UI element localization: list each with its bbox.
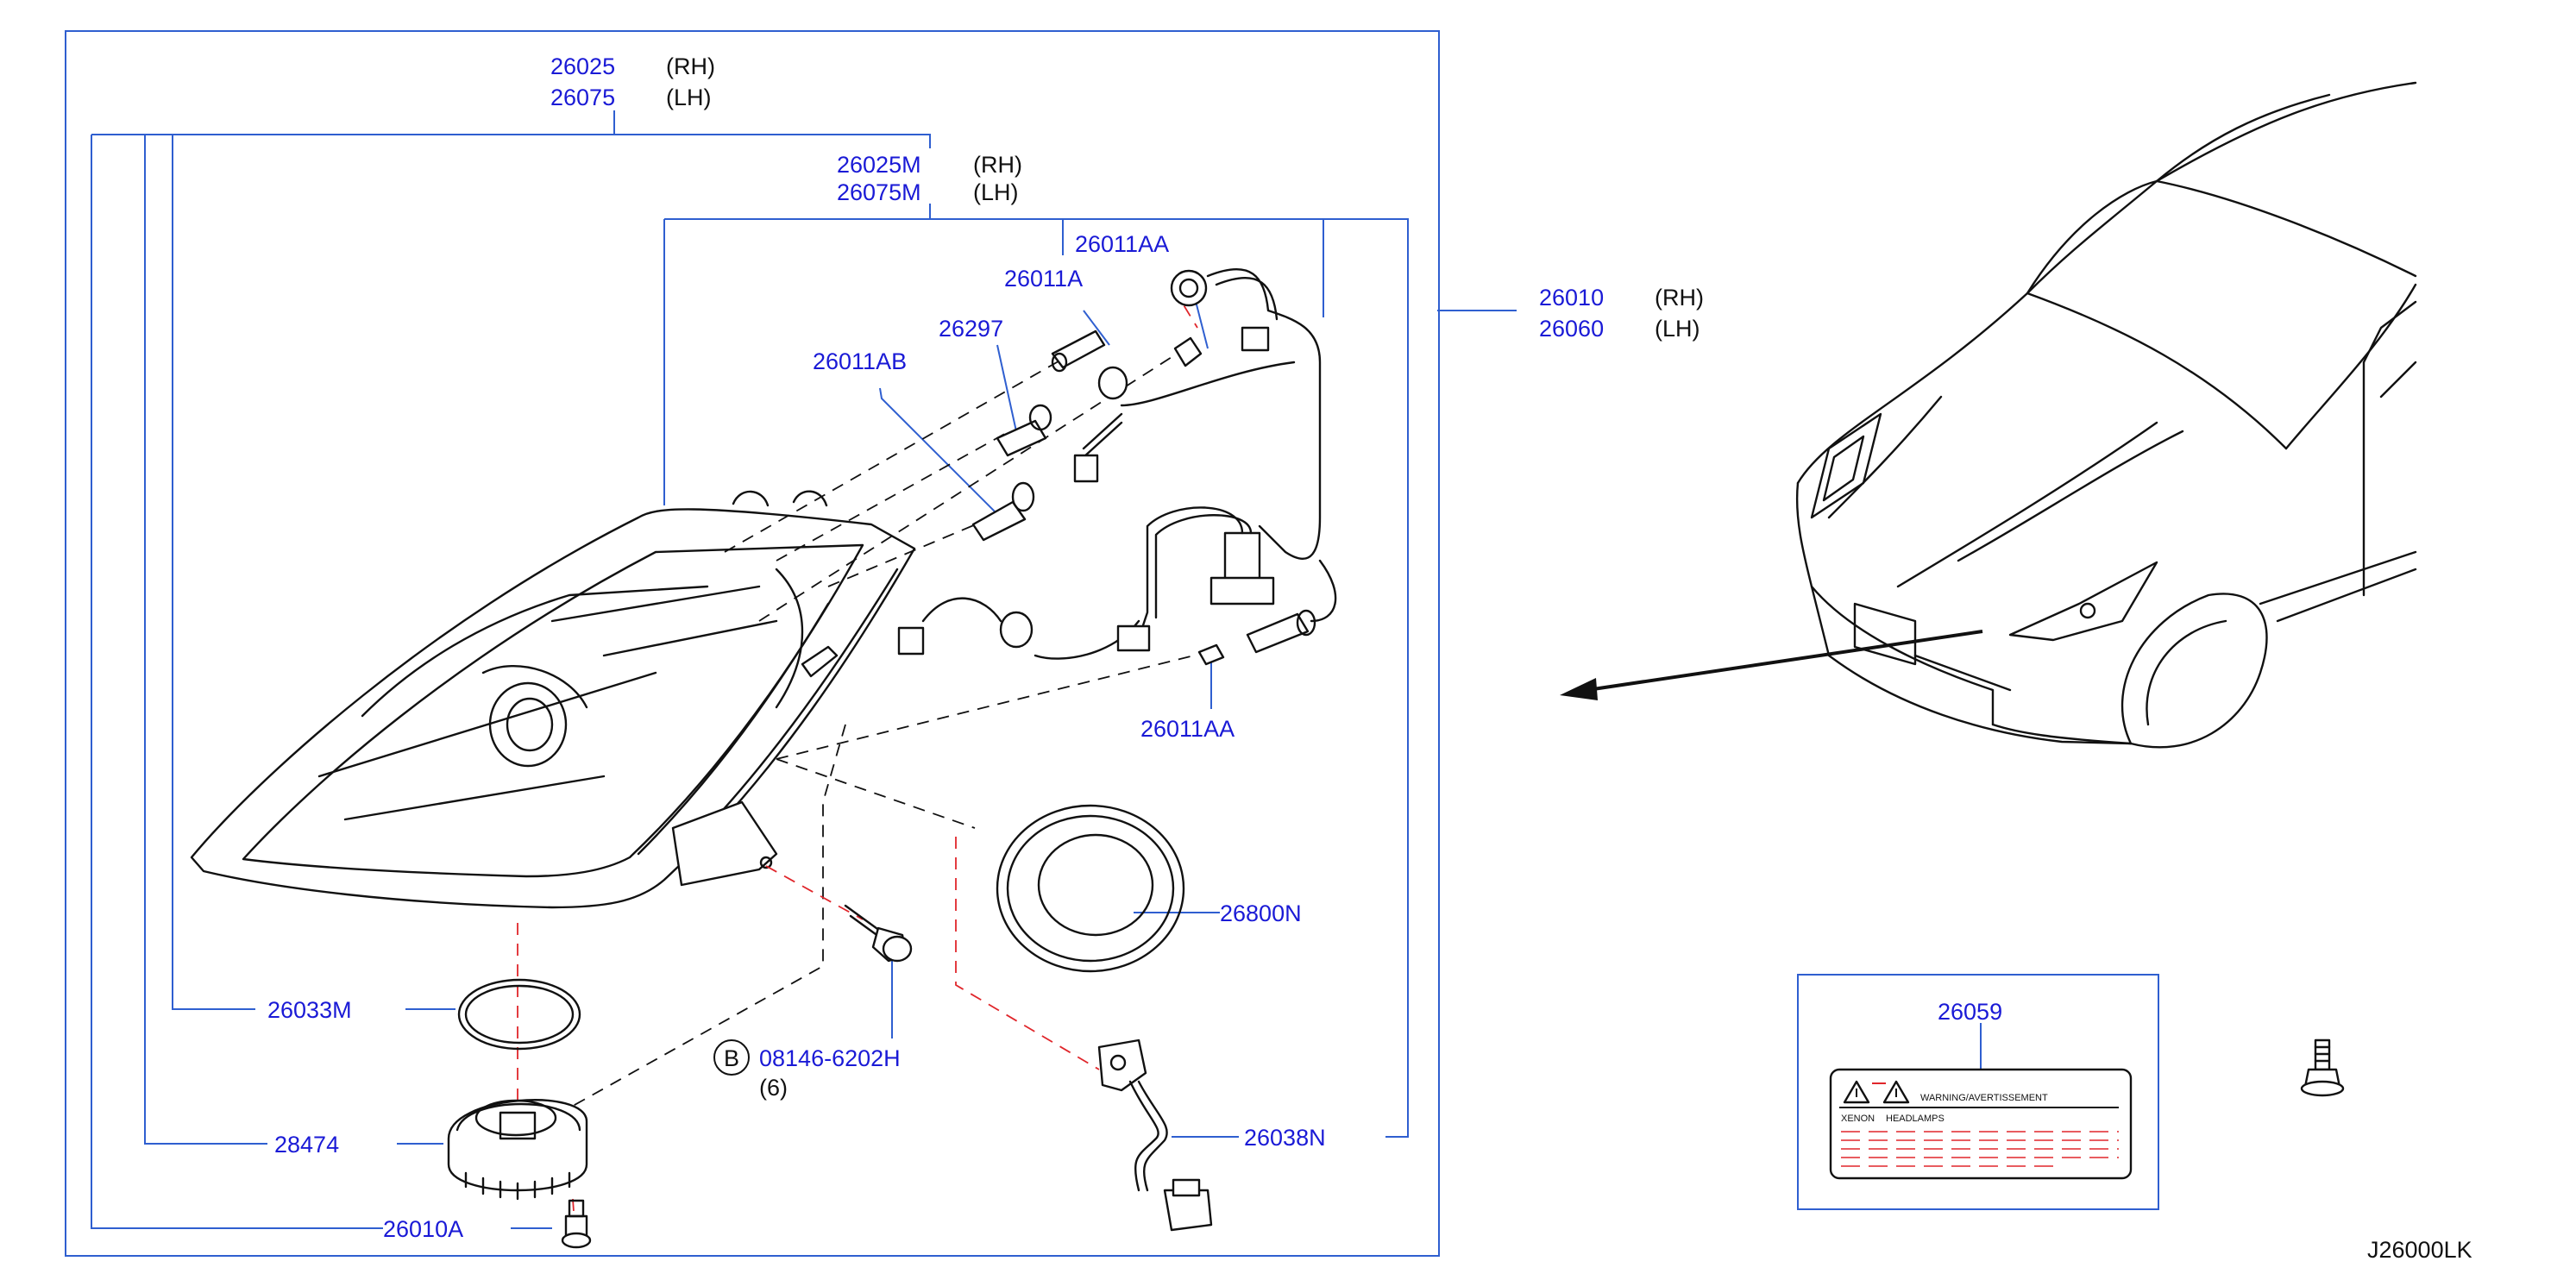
arrow-icon: [1560, 630, 1983, 700]
label-26059: 26059: [1938, 999, 2002, 1025]
label-28474: 28474: [274, 1132, 339, 1158]
bolt-08146: [844, 904, 913, 963]
label-26060: 26060: [1539, 316, 1604, 342]
car-illustration: [1795, 81, 2417, 749]
warning-triangle-icon: [1882, 1080, 1910, 1104]
suffix-rh: (RH): [973, 152, 1022, 178]
ballast-unit: [447, 1099, 588, 1201]
bolt-quantity: (6): [759, 1075, 788, 1101]
label-26010: 26010: [1539, 285, 1604, 311]
label-26025m: 26025M: [837, 152, 921, 178]
warning-label-title: WARNING/AVERTISSEMENT: [1920, 1093, 2048, 1103]
warning-triangle-icon: [1843, 1080, 1870, 1104]
warning-label-text-lines: [1841, 1131, 2119, 1167]
label-26075m: 26075M: [837, 179, 921, 205]
part-labels: 26025 (RH) 26075 (LH) 26025M (RH) 26075M…: [267, 53, 2472, 1263]
headlamp-cover: [996, 804, 1185, 973]
suffix-rh: (RH): [1655, 285, 1704, 311]
bolt-marker: B: [724, 1045, 739, 1071]
warning-label-xenon: XENON: [1841, 1114, 1875, 1124]
assembly-lines: [517, 287, 1198, 1226]
warning-label-headlamps: HEADLAMPS: [1886, 1114, 1945, 1124]
label-08146-6202h: 08146-6202H: [759, 1045, 901, 1071]
headlamp-housing: [190, 490, 916, 909]
seal-ring: [457, 978, 581, 1051]
main-frame: [65, 30, 1440, 1257]
label-26010a: 26010A: [383, 1216, 463, 1242]
diagram-code: J26000LK: [2367, 1237, 2472, 1263]
screw-26010a: [561, 1199, 592, 1249]
warning-label: WARNING/AVERTISSEMENT XENON HEADLAMPS: [1829, 1068, 2133, 1180]
label-26011ab: 26011AB: [813, 348, 907, 374]
label-26033m: 26033M: [267, 997, 352, 1023]
bolt-icon: [2300, 1038, 2345, 1097]
bolt-marker-circle: [713, 1039, 750, 1076]
suffix-lh: (LH): [1655, 316, 1700, 342]
label-26297: 26297: [939, 316, 1003, 342]
label-frame: [1797, 974, 2159, 1210]
bulbs-and-harness: [897, 267, 1337, 666]
suffix-lh: (LH): [666, 85, 712, 110]
socket-26038n: [1097, 1038, 1213, 1232]
suffix-rh: (RH): [666, 53, 715, 79]
label-26011aa-top: 26011AA: [1075, 231, 1169, 257]
label-26038n: 26038N: [1244, 1125, 1326, 1151]
label-26025: 26025: [550, 53, 615, 79]
label-26075: 26075: [550, 85, 615, 110]
label-26800n: 26800N: [1220, 900, 1302, 926]
suffix-lh: (LH): [973, 179, 1019, 205]
label-26011aa-bottom: 26011AA: [1140, 716, 1235, 742]
label-26011a: 26011A: [1004, 266, 1083, 292]
